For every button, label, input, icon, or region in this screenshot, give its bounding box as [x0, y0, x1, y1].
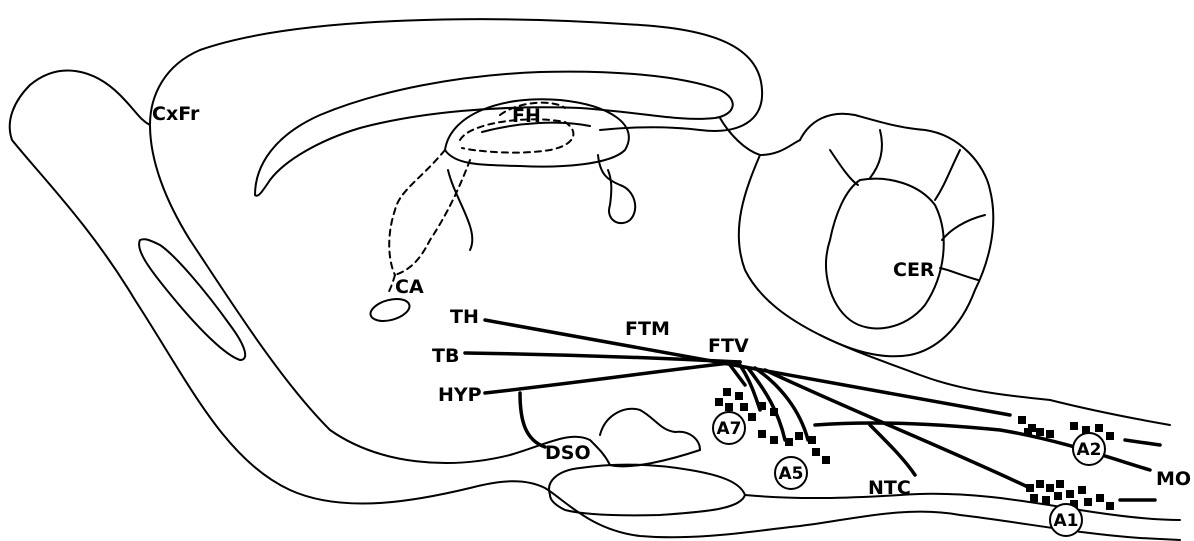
cell-group-a5-label: A5 [779, 464, 804, 484]
cerebellum [800, 114, 993, 357]
cell-group-a2-label: A2 [1077, 440, 1102, 460]
fornix-dashed-2 [395, 160, 470, 275]
corpus-callosum [255, 72, 733, 196]
cell-group-a2: A2 [1073, 433, 1105, 465]
ventral-bump [549, 465, 745, 516]
label-fh: FH [512, 105, 541, 127]
label-dso: DSO [545, 442, 591, 464]
cortex-inner-line [150, 125, 700, 466]
label-th: TH [450, 306, 479, 328]
anterior-commissure [368, 295, 412, 325]
cerebellum-inner [826, 179, 944, 329]
fornix-dashed-3 [387, 275, 395, 295]
cerebellum-fold-4 [940, 268, 978, 280]
brainstem-dorsal [1050, 400, 1170, 425]
cerebellum-fold-5 [830, 150, 858, 185]
label-mo: MO [1156, 468, 1191, 490]
tract-dso [520, 393, 545, 447]
label-ca: CA [395, 276, 424, 298]
cell-group-a5: A5 [775, 457, 807, 489]
cell-group-a1: A1 [1050, 504, 1082, 536]
label-ftv: FTV [708, 335, 749, 357]
label-ftm: FTM [625, 318, 670, 340]
colliculus [598, 155, 635, 223]
fornix-dashed [389, 150, 445, 275]
label-ntc: NTC [868, 477, 911, 499]
cerebellum-fold-1 [870, 130, 882, 178]
cell-group-a7: A7 [713, 412, 745, 444]
label-cxfr: CxFr [152, 103, 200, 125]
cerebellum-fold-3 [942, 215, 985, 240]
cerebellum-fold-2 [935, 150, 960, 200]
tract-a2-tail [1125, 440, 1160, 445]
tract-hyp [485, 362, 740, 393]
label-tb: TB [432, 345, 459, 367]
label-hyp: HYP [438, 384, 482, 406]
midbrain-line [720, 118, 800, 155]
label-cer: CER [893, 259, 935, 281]
pituitary-region [600, 409, 700, 450]
cell-group-a7-label: A7 [717, 419, 742, 439]
cell-group-a1-label: A1 [1054, 511, 1079, 531]
